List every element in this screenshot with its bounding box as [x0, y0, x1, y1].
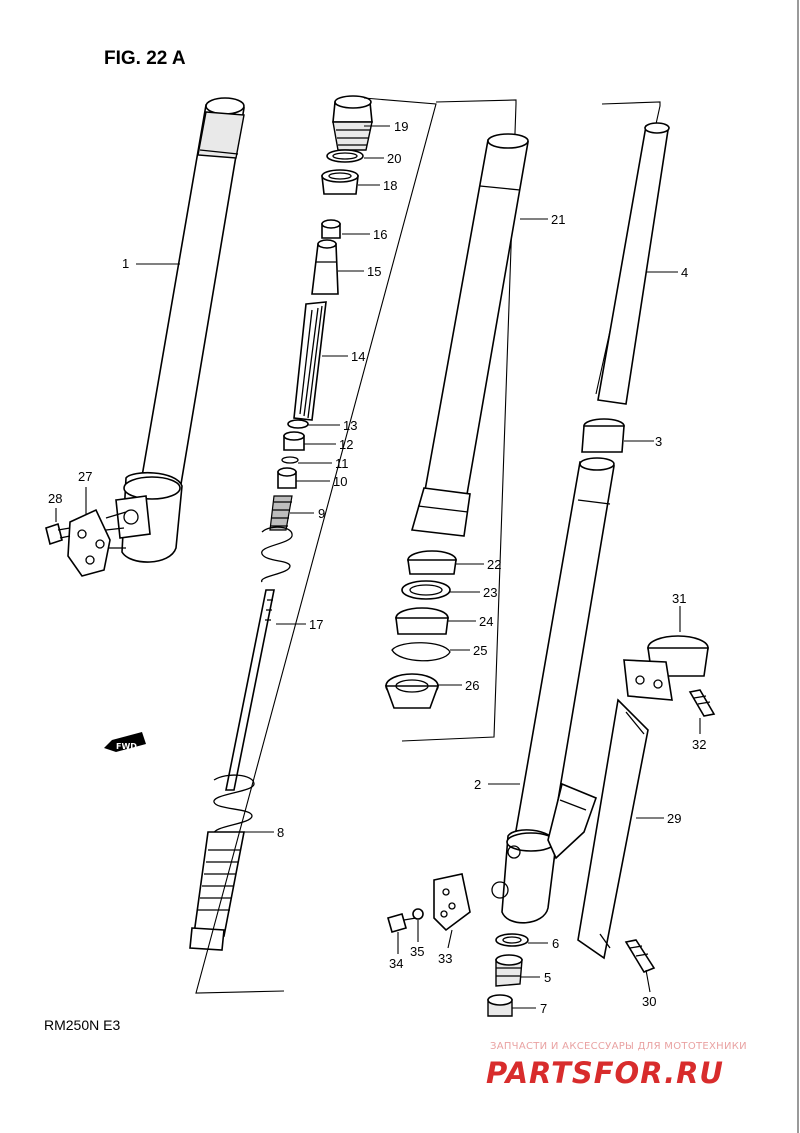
- part-10-piston: [277, 467, 297, 489]
- callout-1: 1: [122, 256, 129, 271]
- part-29-fork-guard: [577, 698, 649, 960]
- part-31-clamp: [623, 635, 709, 701]
- part-27-axle-holder: [67, 508, 127, 577]
- callout-4: 4: [681, 265, 688, 280]
- callout-labels: 1 2 3 4 5 6 7 8 9 10 11 12 13 14 15 16 1…: [48, 119, 706, 1016]
- fwd-arrow-icon: FWD: [104, 732, 146, 752]
- callout-13: 13: [343, 418, 357, 433]
- callout-33: 33: [438, 951, 452, 966]
- part-7-cap: [487, 994, 513, 1017]
- callout-8: 8: [277, 825, 284, 840]
- callout-17: 17: [309, 617, 323, 632]
- callout-30: 30: [642, 994, 656, 1009]
- part-19-cap-bolt: [332, 95, 373, 151]
- callout-34: 34: [389, 956, 403, 971]
- fwd-label: FWD: [116, 742, 137, 751]
- callout-31: 31: [672, 591, 686, 606]
- part-24-oil-seal: [395, 607, 449, 635]
- group-bracket-left: [195, 97, 437, 994]
- part-33-guard-plate: [433, 873, 471, 932]
- callout-10: 10: [333, 474, 347, 489]
- part-2-outer-tube: [491, 457, 615, 924]
- part-13-washer: [287, 419, 309, 429]
- callout-32: 32: [692, 737, 706, 752]
- callout-35: 35: [410, 944, 424, 959]
- callout-19: 19: [394, 119, 408, 134]
- part-25-stopper-ring: [391, 642, 451, 662]
- part-1-outer-tube: [115, 97, 245, 563]
- part-5-drain-plug: [495, 954, 523, 987]
- part-16-nut: [321, 219, 341, 239]
- part-35-washer: [412, 908, 424, 920]
- callout-9: 9: [318, 506, 325, 521]
- part-15-guide: [311, 239, 339, 295]
- part-8-cartridge: [189, 774, 255, 951]
- callout-2: 2: [474, 777, 481, 792]
- callout-14: 14: [351, 349, 365, 364]
- part-32-bolt: [688, 689, 716, 717]
- part-11-circlip: [281, 456, 299, 464]
- watermark-brand: PARTSFOR.RU: [486, 1056, 724, 1090]
- part-30-bolt: [624, 939, 656, 973]
- callout-6: 6: [552, 936, 559, 951]
- part-20-o-ring: [326, 149, 364, 163]
- part-4-slide-tube: [597, 122, 670, 405]
- callout-5: 5: [544, 970, 551, 985]
- part-18-spacer: [321, 169, 359, 195]
- part-28-bolt: [45, 522, 71, 546]
- part-26-dust-seal: [384, 673, 440, 709]
- callout-24: 24: [479, 614, 493, 629]
- callout-28: 28: [48, 491, 62, 506]
- callout-25: 25: [473, 643, 487, 658]
- watermark-tagline: ЗАПЧАСТИ И АКСЕССУАРЫ ДЛЯ МОТОТЕХНИКИ: [490, 1041, 747, 1052]
- callout-7: 7: [540, 1001, 547, 1016]
- part-14-rod-guide: [293, 301, 327, 421]
- callout-21: 21: [551, 212, 565, 227]
- callout-20: 20: [387, 151, 401, 166]
- callout-3: 3: [655, 434, 662, 449]
- callout-16: 16: [373, 227, 387, 242]
- callout-29: 29: [667, 811, 681, 826]
- part-34-bolt: [387, 913, 417, 933]
- part-3-bushing: [581, 418, 625, 453]
- part-21-inner-tube: [410, 133, 529, 537]
- callout-11: 11: [335, 456, 349, 471]
- part-9-rebound-spring: [261, 495, 293, 583]
- part-17-damper-rod: [225, 589, 275, 791]
- callout-23: 23: [483, 585, 497, 600]
- part-23-washer: [401, 580, 451, 600]
- part-22-guide-bushing: [407, 550, 457, 575]
- callout-leaders: [55, 125, 701, 1009]
- figure-title: FIG. 22 A: [104, 48, 186, 69]
- callout-27: 27: [78, 469, 92, 484]
- callout-12: 12: [339, 437, 353, 452]
- group-bracket-center: [401, 99, 517, 742]
- callout-15: 15: [367, 264, 381, 279]
- callout-22: 22: [487, 557, 501, 572]
- callout-26: 26: [465, 678, 479, 693]
- part-6-gasket: [495, 933, 529, 947]
- callout-18: 18: [383, 178, 397, 193]
- model-code: RM250N E3: [44, 1017, 120, 1033]
- part-12-nut: [283, 431, 305, 451]
